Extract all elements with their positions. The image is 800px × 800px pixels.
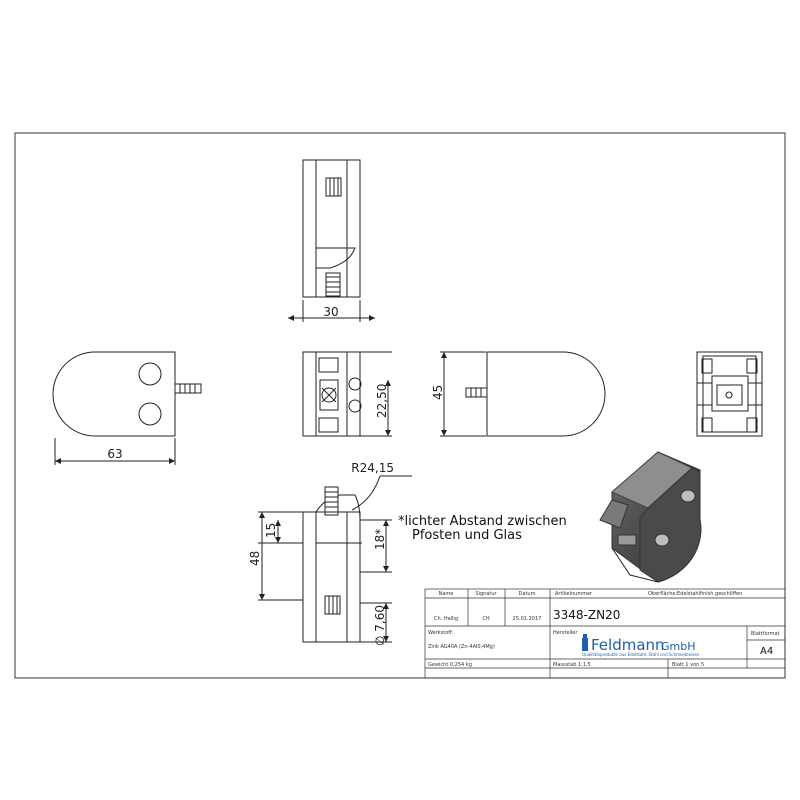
tb-scale: Massstab 1:1,5 [553,662,591,668]
section-view [258,475,412,643]
note-line-2: Pfosten und Glas [412,528,522,543]
sheet-border [14,132,786,679]
tb-name-header: Name [439,591,454,597]
tb-article-number: 3348-ZN20 [553,608,620,622]
tb-signature-value: CH [482,616,489,622]
tb-manufacturer-name: Feldmann [591,636,665,654]
tb-surface-value: Edelstahlfinish geschliffen [677,591,742,597]
dim-bore: ∅ 7,60 [373,605,387,646]
dim-inner-15: 15 [264,523,278,538]
tb-date-value: 25.01.2017 [513,616,542,622]
tb-manufacturer-suffix: GmbH [661,640,696,653]
tb-format-value: A4 [760,646,773,657]
tb-sheet: Blatt 1 von 5 [672,662,704,668]
dim-overall-height: 48 [248,551,262,566]
tb-article-header: Artikelnummer [555,591,593,597]
dim-front-length: 63 [107,447,122,461]
tb-date-header: Datum [519,591,536,597]
tb-manufacturer-header: Hersteller [553,630,578,636]
dim-top-width: 30 [323,305,338,319]
tb-format-header: Blattformat [751,631,780,637]
tb-name-value: Ch. Hallig [434,616,458,622]
dim-side-height: 22,50 [375,384,389,418]
note-line-1: *lichter Abstand zwischen [398,514,567,529]
tb-weight: Gewicht 0,254 kg [428,662,472,668]
front-view [52,351,202,465]
tb-surface-header: Oberfläche: [648,591,677,597]
tb-material-value: Zink AG40A (Zn-4Al0,4Mg) [428,644,495,650]
feldmann-logo: Feldmann GmbH Qualitätsprodukte aus Edel… [582,634,700,657]
tb-material-header: Werkstoff: [428,630,454,636]
dim-radius: R24,15 [351,461,394,475]
tb-signature-header: Signatur [475,591,497,597]
dim-gap-18: 18* [373,529,387,550]
top-view [288,159,375,322]
side-view [302,351,392,437]
end-view [696,351,763,437]
dim-back-height: 45 [431,385,445,400]
isometric-render [599,451,702,583]
title-block [424,588,786,679]
tb-manufacturer-tagline: Qualitätsprodukte aus Edelstahl, Stahl u… [582,652,700,657]
back-view [440,351,606,437]
